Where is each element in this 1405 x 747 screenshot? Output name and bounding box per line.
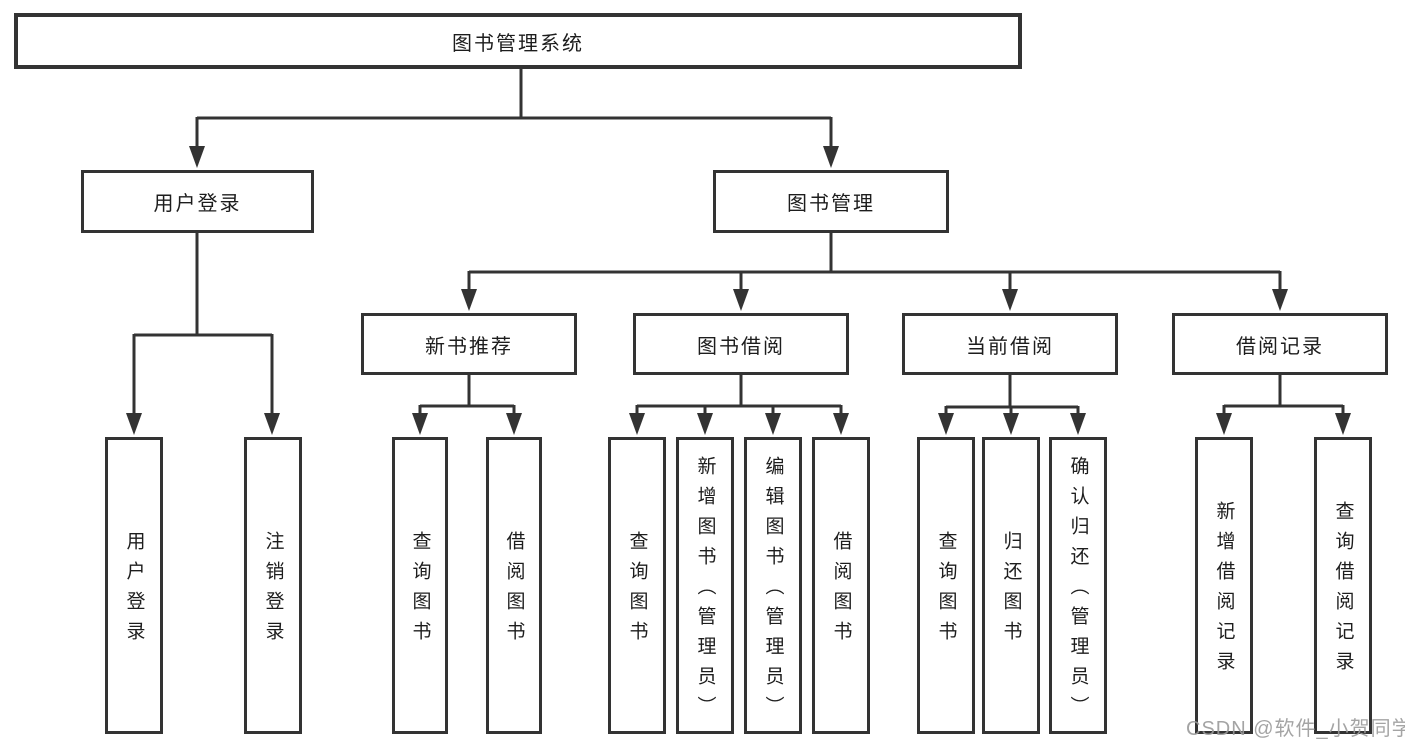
- node-user-login: 用户登录: [81, 170, 314, 233]
- node-current-borrowing: 当前借阅: [902, 313, 1118, 375]
- node-leaf-query-books-current: 查询图书: [917, 437, 975, 734]
- node-library-management-system: 图书管理系统: [14, 13, 1022, 69]
- arrowhead-icons: [126, 146, 1351, 435]
- node-leaf-query-books-recommend: 查询图书: [392, 437, 448, 734]
- node-leaf-add-borrow-record: 新增借阅记录: [1195, 437, 1253, 734]
- csdn-watermark: CSDN @软件_小贺同学: [1186, 718, 1405, 740]
- node-leaf-add-book-admin: 新增图书（管理员）: [676, 437, 734, 734]
- node-leaf-query-borrow-record: 查询借阅记录: [1314, 437, 1372, 734]
- node-leaf-user-login: 用户登录: [105, 437, 163, 734]
- node-borrow-records: 借阅记录: [1172, 313, 1388, 375]
- node-leaf-query-books-borrowing: 查询图书: [608, 437, 666, 734]
- node-new-book-recommend: 新书推荐: [361, 313, 577, 375]
- node-leaf-confirm-return-admin: 确认归还（管理员）: [1049, 437, 1107, 734]
- node-leaf-return-book: 归还图书: [982, 437, 1040, 734]
- node-leaf-borrow-books: 借阅图书: [812, 437, 870, 734]
- node-leaf-borrow-books-recommend: 借阅图书: [486, 437, 542, 734]
- node-leaf-edit-book-admin: 编辑图书（管理员）: [744, 437, 802, 734]
- node-leaf-logout: 注销登录: [244, 437, 302, 734]
- node-book-management: 图书管理: [713, 170, 949, 233]
- node-book-borrowing: 图书借阅: [633, 313, 849, 375]
